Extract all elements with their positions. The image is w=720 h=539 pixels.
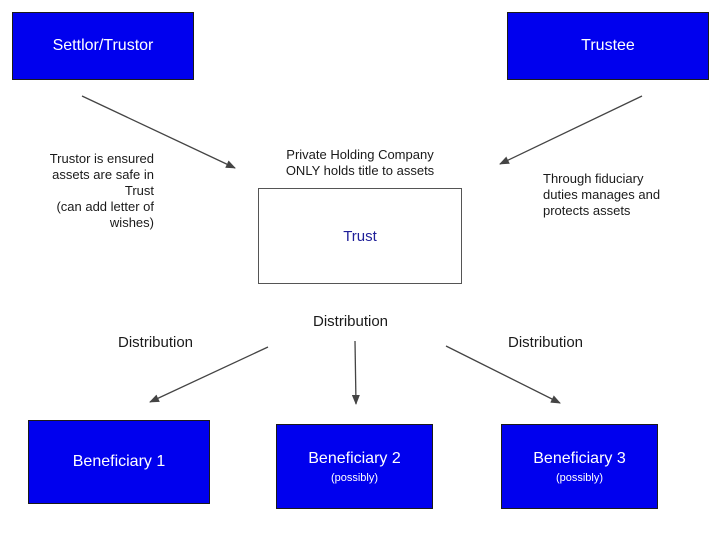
trustee-box: Trustee [507,12,709,80]
settlor-box: Settlor/Trustor [12,12,194,80]
arrow-to-beneficiary-1 [149,346,269,403]
beneficiary-box-3: Beneficiary 3 (possibly) [501,424,658,509]
arrow-to-beneficiary-3 [445,345,561,404]
distribution-label-right: Distribution [508,334,584,351]
trustee-note: Through fiduciary duties manages and pro… [543,171,713,219]
trustor-note-line: Trustor is ensured [49,151,154,166]
beneficiary-label: Beneficiary 2 [308,449,401,467]
company-note-line: ONLY holds title to assets [285,163,435,178]
distribution-label-left: Distribution [118,334,194,351]
beneficiary-label: Beneficiary 1 [72,453,166,470]
trustee-note-line: duties manages and [543,187,661,202]
arrow-trustee-to-trust [499,95,643,165]
arrow-to-beneficiary-2 [351,340,360,405]
trustee-note-line: Through fiduciary [543,171,644,186]
trustee-label: Trustee [581,37,635,54]
arrow-settlor-to-trust [81,95,236,169]
trustor-note: Trustor is ensured assets are safe in Tr… [20,151,154,231]
trustor-note-line: Trust [124,183,154,198]
company-note: Private Holding Company ONLY holds title… [265,147,455,179]
trust-label: Trust [343,227,377,245]
beneficiary-box-1: Beneficiary 1 [28,420,210,504]
distribution-label-center: Distribution [313,313,389,330]
trustee-note-line: protects assets [543,203,631,218]
trust-box: Trust [258,188,462,284]
beneficiary-sublabel: (possibly) [330,471,379,484]
beneficiary-box-2: Beneficiary 2 (possibly) [276,424,433,509]
company-note-line: Private Holding Company [286,147,434,162]
trustor-note-line: wishes) [109,215,154,230]
beneficiary-sublabel: (possibly) [555,471,604,484]
trustor-note-line: assets are safe in [52,167,154,182]
trustor-note-line: (can add letter of [56,199,154,214]
beneficiary-label: Beneficiary 3 [533,449,626,467]
settlor-label: Settlor/Trustor [52,37,154,54]
